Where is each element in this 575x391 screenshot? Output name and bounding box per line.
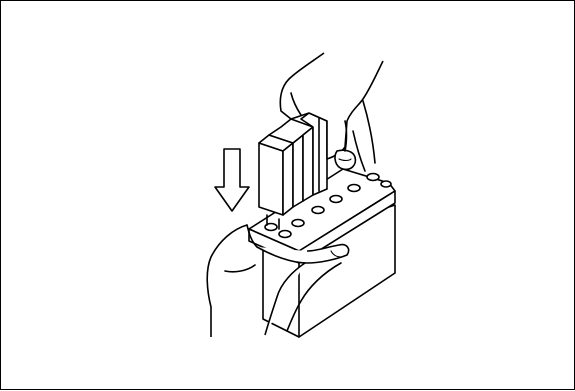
down-arrow-icon [215, 149, 249, 211]
